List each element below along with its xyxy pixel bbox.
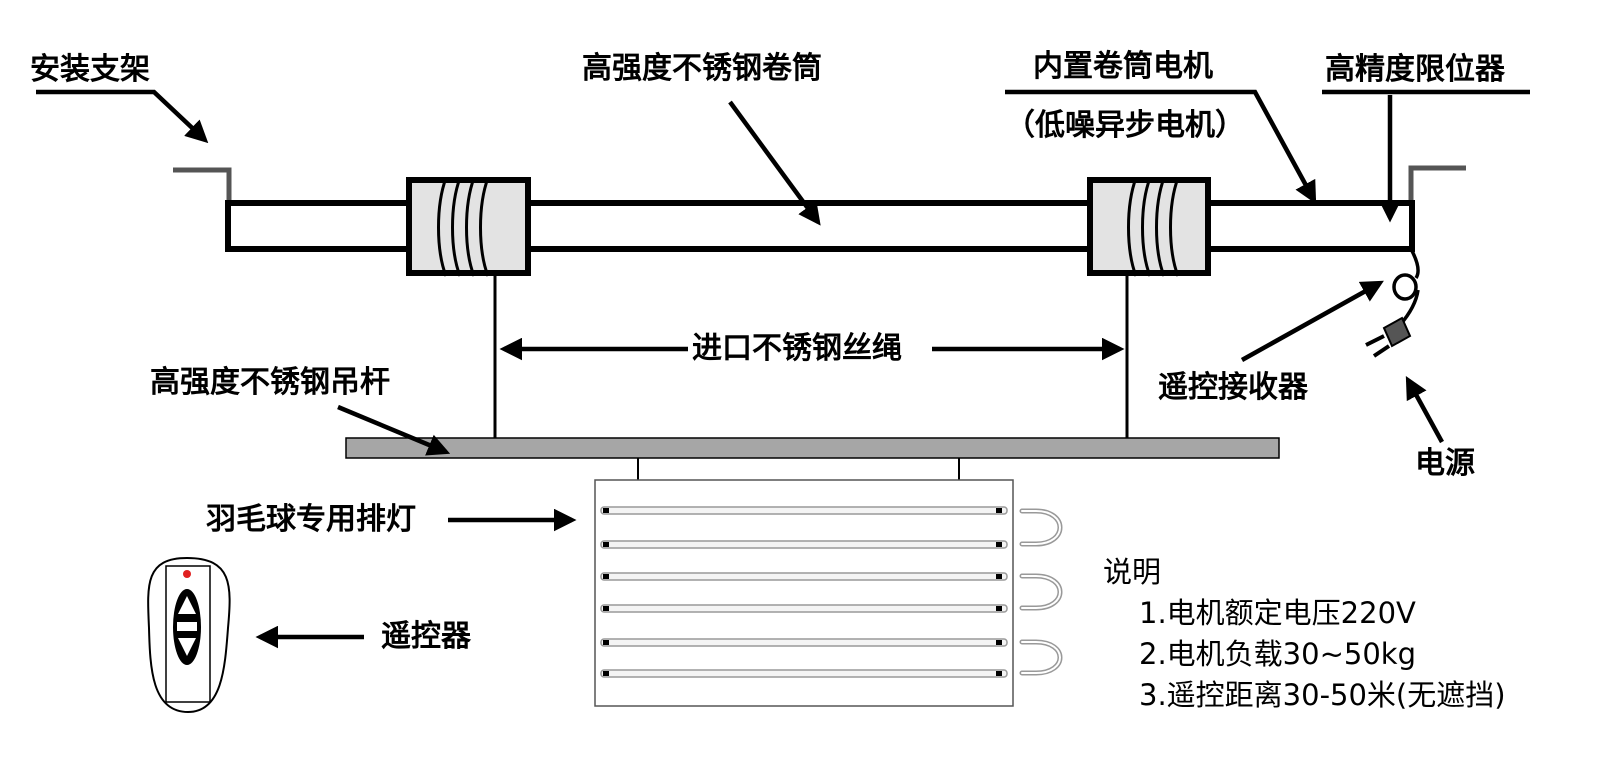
notes-item: 2.电机负载30~50kg <box>1139 637 1416 671</box>
left-winding-block <box>406 177 531 277</box>
light-tube <box>600 604 1008 613</box>
power-cable <box>1392 248 1420 327</box>
drum-label: 高强度不锈钢卷筒 <box>582 51 822 86</box>
hanger-rod-label: 高强度不锈钢吊杆 <box>150 365 390 400</box>
bracket-label: 安装支架 <box>30 52 150 87</box>
limiter-label: 高精度限位器 <box>1325 52 1505 87</box>
motor-note-label: （低噪异步电机） <box>1005 108 1245 143</box>
hanger-rod <box>345 437 1280 459</box>
arrows <box>36 89 1530 649</box>
light-tube <box>600 669 1008 678</box>
drum-tube <box>225 200 1415 252</box>
notes-item: 3.遥控距离30-50米(无遮挡) <box>1139 678 1506 712</box>
light-label: 羽毛球专用排灯 <box>206 502 416 537</box>
light-cable-loops <box>1019 508 1063 676</box>
right-winding-block <box>1087 177 1211 277</box>
light-tube <box>600 638 1008 647</box>
notes-title: 说明 <box>1103 555 1162 589</box>
light-panel <box>594 479 1014 707</box>
motor-label: 内置卷筒电机 <box>1033 49 1213 84</box>
light-tube <box>600 506 1008 515</box>
right-bracket <box>1408 165 1466 200</box>
light-tube <box>600 540 1008 549</box>
light-cable-loops-inner <box>1021 510 1061 674</box>
notes-item: 1.电机额定电压220V <box>1139 596 1416 630</box>
remote-label: 遥控器 <box>381 619 471 654</box>
wire-rope-label: 进口不锈钢丝绳 <box>692 331 902 366</box>
light-tube <box>600 572 1008 581</box>
plug-icon <box>1365 316 1412 358</box>
left-bracket <box>173 167 232 200</box>
notes-block: 说明 1.电机额定电压220V 2.电机负载30~50kg 3.遥控距离30-5… <box>1103 558 1506 710</box>
remote-control-icon <box>147 556 231 714</box>
receiver-label: 遥控接收器 <box>1158 370 1308 405</box>
power-label: 电源 <box>1415 446 1475 481</box>
